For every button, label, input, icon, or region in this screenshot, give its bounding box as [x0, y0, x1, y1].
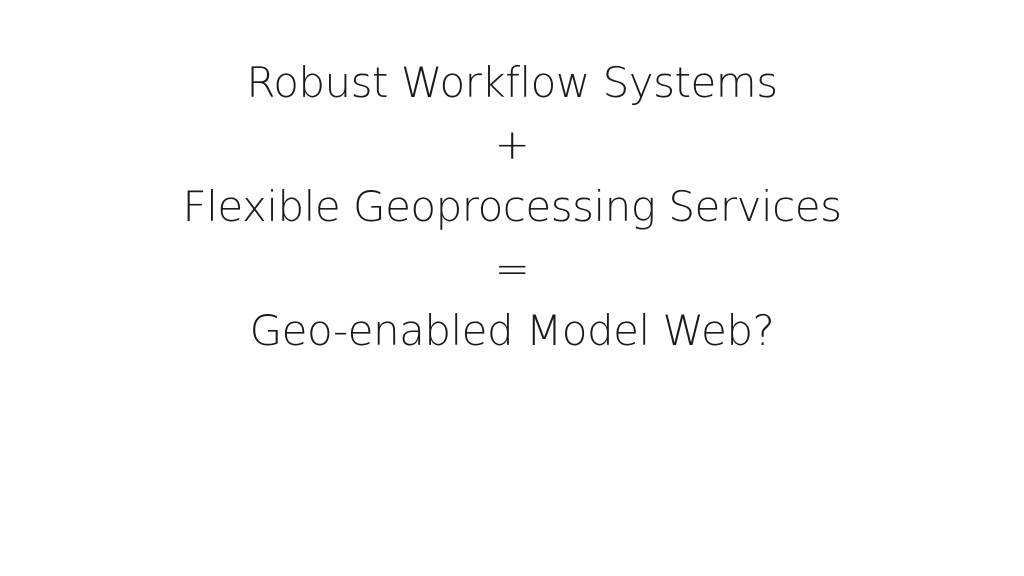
- title-line-robust-workflow: Robust Workflow Systems: [246, 58, 778, 107]
- title-line-flexible-geoprocessing: Flexible Geoprocessing Services: [182, 182, 842, 231]
- title-line-geo-enabled-model-web: Geo-enabled Model Web?: [249, 306, 775, 355]
- title-line-equals: =: [494, 244, 530, 293]
- title-line-plus: +: [494, 120, 530, 169]
- slide-title: Robust Workflow Systems + Flexible Geopr…: [0, 52, 1024, 362]
